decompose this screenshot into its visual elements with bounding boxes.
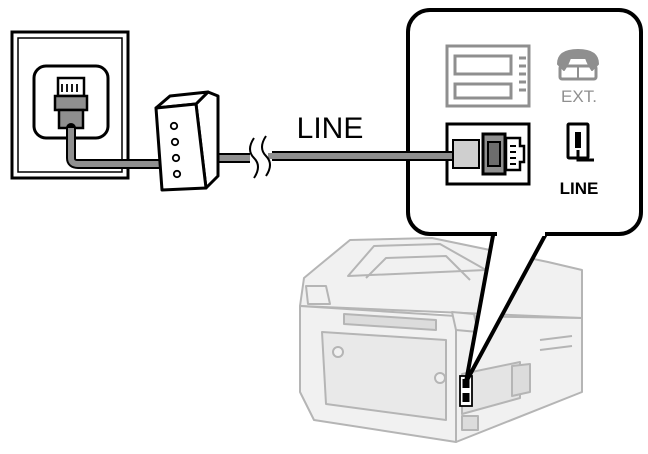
printer [299, 237, 583, 443]
cable-label: LINE [297, 112, 364, 145]
cable-break-mark [249, 135, 271, 179]
line-port-label: LINE [560, 179, 599, 198]
printer-rear-hole-right [434, 372, 446, 384]
splitter-front [154, 102, 208, 192]
printer-adf-tray [347, 243, 487, 277]
printer-side-grille [539, 335, 573, 351]
phone-line-plug-icon [566, 122, 594, 162]
printer-usb-port [461, 415, 479, 431]
printer-rear-recess [321, 331, 447, 421]
phone-cable [66, 123, 452, 179]
printer-adf-feeder [365, 255, 471, 281]
line-port-socket [445, 122, 531, 186]
wall-jack-plate-inner [17, 37, 123, 173]
callout-box [406, 8, 643, 236]
printer-port-door [511, 363, 531, 397]
printer-paper-slot [343, 313, 437, 331]
printer-rear-hole-left [332, 346, 344, 358]
callout-pointer [464, 229, 550, 384]
ext-port-label: EXT. [561, 87, 597, 106]
printer-hinge-left [305, 285, 331, 305]
telephone-handset-icon [557, 49, 599, 81]
dsl-splitter-icon [154, 90, 220, 192]
ext-port-socket [445, 44, 531, 108]
